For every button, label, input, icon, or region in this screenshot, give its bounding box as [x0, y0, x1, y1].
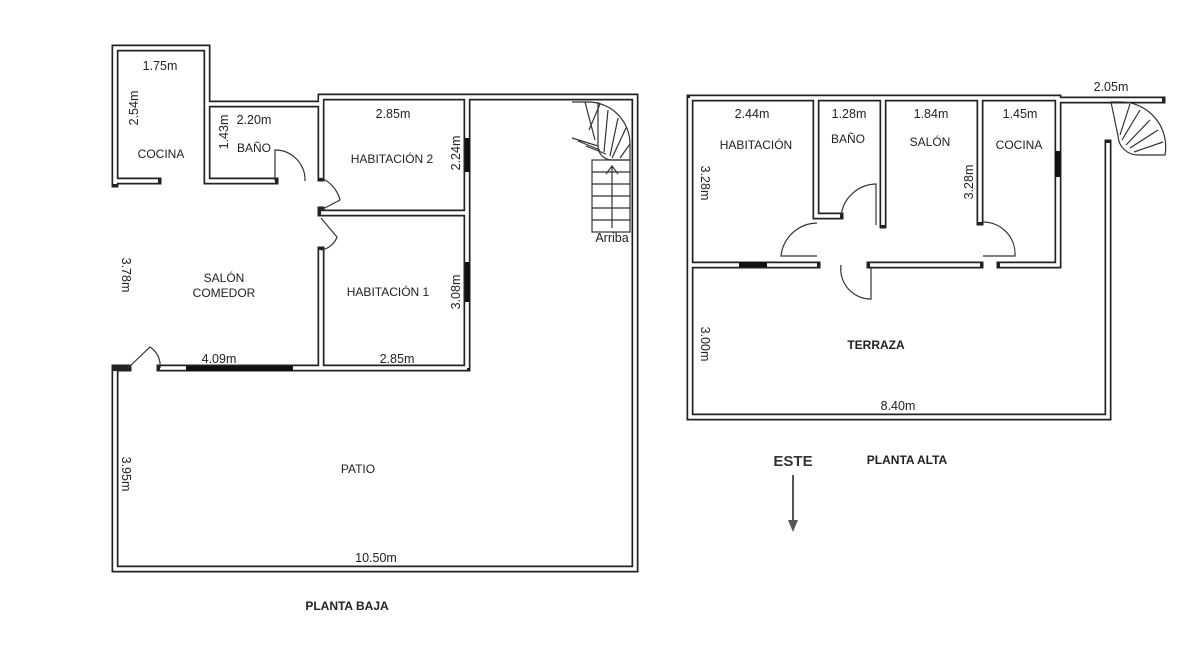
door-bano-alta[interactable] [840, 183, 877, 225]
dim-bano-alta-width: 1.28m [832, 107, 867, 121]
planta-alta-windows [739, 151, 1060, 267]
dim-bano-height: 1.43m [217, 115, 231, 150]
room-terraza: TERRAZA [847, 338, 905, 352]
dim-patio-width: 10.50m [355, 551, 397, 565]
dim-habitacion-height: 3.28m [698, 166, 712, 201]
arrow-down-icon [788, 475, 798, 532]
planta-alta-labels: HABITACIÓN BAÑO SALÓN COCINA TERRAZA 2.4… [698, 80, 1128, 413]
door-entrance[interactable] [127, 346, 161, 369]
stairs-planta-alta [1110, 101, 1167, 156]
planta-baja-labels: COCINA BAÑO HABITACIÓN 2 HABITACIÓN 1 SA… [119, 59, 463, 565]
dim-hab1-width: 2.85m [380, 352, 415, 366]
room-cocina-alta: COCINA [996, 138, 1043, 152]
dim-balcony-width: 2.05m [1094, 80, 1129, 94]
stairs-label: Arriba [595, 231, 628, 245]
dim-hab2-width: 2.85m [376, 107, 411, 121]
room-habitacion-2: HABITACIÓN 2 [351, 151, 434, 166]
planta-baja-title: PLANTA BAJA [305, 599, 389, 613]
room-bano-alta: BAÑO [831, 132, 865, 146]
dim-salon-alta-width: 1.84m [914, 107, 949, 121]
room-salon-alta: SALÓN [910, 134, 951, 149]
planta-baja-doors [127, 149, 341, 369]
door-hab2[interactable] [320, 177, 341, 211]
door-habitacion[interactable] [780, 222, 818, 257]
planta-baja-plan: Arriba COCINA BAÑO HABITACIÓN 2 HABITACI… [111, 44, 639, 613]
window-hab2 [465, 138, 470, 172]
dim-cocina-height: 2.54m [127, 91, 141, 126]
dim-salon-alta-height: 3.28m [962, 165, 976, 200]
window-hab1 [465, 262, 470, 302]
dim-patio-height: 3.95m [119, 457, 133, 492]
dim-terraza-width: 8.40m [881, 399, 916, 413]
dim-cocina-alta-width: 1.45m [1003, 107, 1038, 121]
orientation-indicator: ESTE [773, 453, 813, 532]
room-salon-line2: COMEDOR [193, 286, 256, 300]
dim-salon-height: 3.78m [119, 258, 133, 293]
room-habitacion-1: HABITACIÓN 1 [347, 284, 430, 299]
dim-salon-width: 4.09m [202, 352, 237, 366]
room-habitacion: HABITACIÓN [720, 137, 792, 152]
arrow-up-icon [605, 165, 619, 228]
window-habitacion [739, 262, 767, 267]
room-patio: PATIO [341, 462, 375, 476]
dim-hab1-height: 3.08m [449, 275, 463, 310]
planta-alta-walls [686, 94, 1166, 421]
dim-hab2-height: 2.24m [449, 136, 463, 171]
dim-bano-width: 2.20m [237, 113, 272, 127]
window-cocina [1055, 151, 1060, 177]
stairs-planta-baja: Arriba [571, 101, 631, 245]
planta-alta-title: PLANTA ALTA [867, 453, 948, 467]
door-bano[interactable] [274, 149, 306, 182]
planta-alta-doors [780, 183, 1016, 300]
planta-alta-plan: HABITACIÓN BAÑO SALÓN COCINA TERRAZA 2.4… [686, 80, 1167, 467]
orientation-label: ESTE [773, 453, 812, 470]
room-salon-line1: SALÓN [204, 270, 245, 285]
dim-cocina-width: 1.75m [143, 59, 178, 73]
window-salon [186, 366, 293, 371]
room-bano: BAÑO [237, 141, 271, 155]
door-cocina-alta[interactable] [982, 221, 1016, 257]
room-cocina: COCINA [138, 147, 185, 161]
dim-terraza-height: 3.00m [698, 327, 712, 362]
dim-habitacion-width: 2.44m [735, 107, 770, 121]
planta-baja-walls [111, 44, 639, 573]
door-hab1[interactable] [320, 217, 338, 251]
door-terraza[interactable] [840, 264, 872, 300]
planta-baja-windows [186, 138, 470, 371]
